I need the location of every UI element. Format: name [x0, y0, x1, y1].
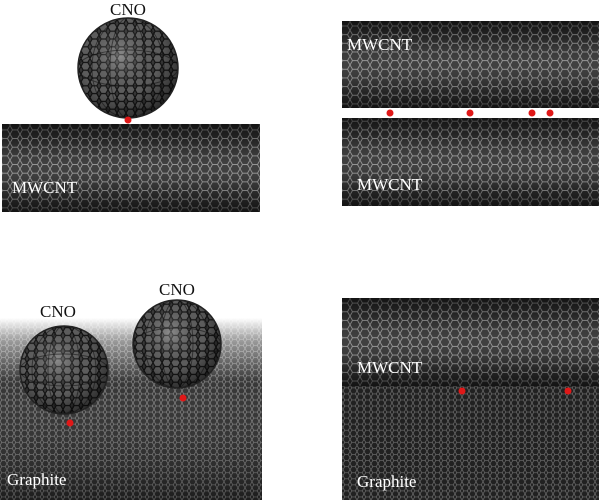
- mwcnt-tube: [2, 124, 260, 212]
- panel-mwcnt-on-graphite: MWCNT Graphite: [342, 298, 599, 500]
- mwcnt-top-label: MWCNT: [347, 35, 413, 54]
- mwcnt-label: MWCNT: [357, 358, 423, 377]
- graphite-label: Graphite: [7, 470, 66, 489]
- bond-marker: [180, 395, 187, 402]
- graphite-label: Graphite: [357, 472, 416, 491]
- bond-marker: [529, 110, 536, 117]
- cno-right-label: CNO: [159, 280, 195, 299]
- bond-marker: [67, 420, 74, 427]
- cno-sphere: [78, 18, 178, 118]
- cno-left-label: CNO: [40, 302, 76, 321]
- mwcnt-label: MWCNT: [12, 178, 78, 197]
- cno-sphere-right: [133, 300, 221, 388]
- bond-marker: [467, 110, 474, 117]
- bond-marker: [547, 110, 554, 117]
- bond-marker: [565, 388, 572, 395]
- mwcnt-bottom-label: MWCNT: [357, 175, 423, 194]
- panel-mwcnt-on-mwcnt: MWCNT MWCNT: [342, 21, 599, 206]
- panel-cno-on-graphite: CNO CNO Graphite: [0, 280, 262, 500]
- bond-marker: [387, 110, 394, 117]
- panel-cno-on-mwcnt: CNO MWCNT: [2, 0, 260, 212]
- cno-sphere-left: [20, 326, 108, 414]
- bond-marker: [125, 117, 132, 124]
- cno-label: CNO: [110, 0, 146, 19]
- bond-marker: [459, 388, 466, 395]
